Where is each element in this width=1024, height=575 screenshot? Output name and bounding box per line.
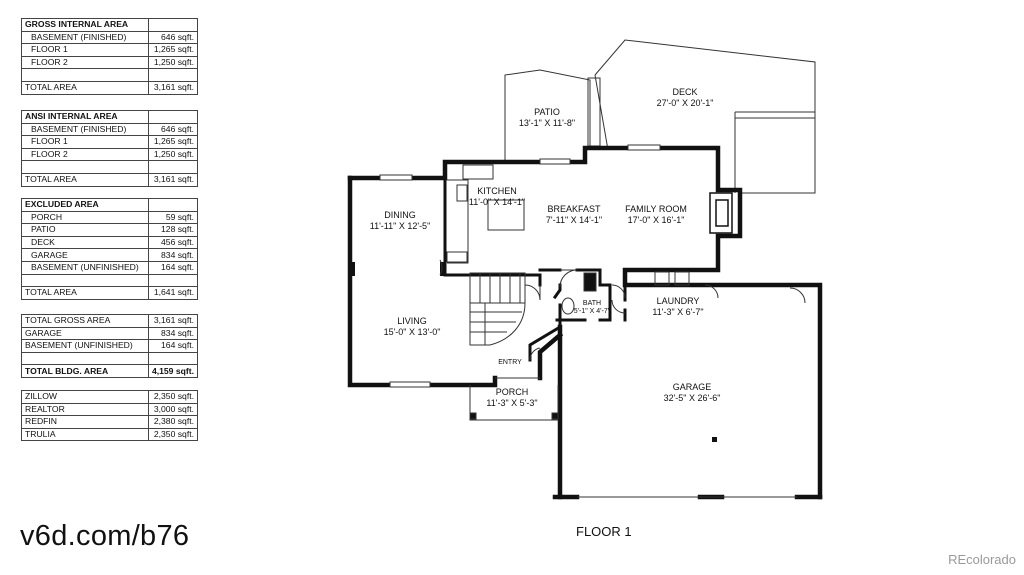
row-label: TOTAL BLDG. AREA	[21, 364, 149, 378]
room-kitchen-name: KITCHEN	[477, 186, 517, 196]
row-label: TOTAL AREA	[21, 172, 149, 187]
url-text: v6d.com/b76	[20, 520, 190, 552]
room-kitchen-dims: 11'-0" X 14'-1"	[469, 197, 525, 207]
row-label: TOTAL AREA	[21, 286, 149, 300]
deck	[587, 39, 816, 194]
room-living-name: LIVING	[397, 316, 427, 326]
room-patio-name: PATIO	[534, 107, 560, 117]
row-value: 59 sqft.	[148, 210, 198, 225]
row-value: 3,161 sqft.	[148, 172, 198, 187]
table-row: BASEMENT (FINISHED)646 sqft.	[21, 30, 198, 45]
patio	[504, 69, 591, 162]
bath-fixtures	[561, 272, 597, 315]
room-garage-dims: 32'-5" X 26'-6"	[664, 393, 721, 403]
room-patio-dims: 13'-1" X 11'-8"	[519, 118, 575, 128]
room-garage-name: GARAGE	[673, 382, 712, 392]
room-labels: DECK 27'-0" X 20'-1" PATIO 13'-1" X 11'-…	[370, 87, 721, 408]
room-entry-name: ENTRY	[498, 359, 522, 366]
stairs	[469, 272, 526, 346]
room-family-dims: 17'-0" X 16'-1"	[628, 215, 685, 225]
porch	[469, 385, 559, 421]
row-label: TRULIA	[21, 427, 149, 442]
room-porch-name: PORCH	[496, 387, 529, 397]
room-porch-dims: 11'-3" X 5'-3"	[486, 398, 537, 408]
table-row: ANSI INTERNAL AREA	[21, 110, 198, 124]
row-value: 2,350 sqft.	[148, 427, 198, 442]
room-laundry-name: LAUNDRY	[657, 296, 700, 306]
room-deck-dims: 27'-0" X 20'-1"	[657, 98, 714, 108]
row-label: TOTAL AREA	[21, 80, 149, 95]
floor-label: FLOOR 1	[576, 524, 632, 539]
table-row: EXCLUDED AREA	[21, 198, 198, 212]
row-value: 456 sqft.	[148, 235, 198, 250]
room-breakfast-dims: 7'-11" X 14'-1"	[546, 215, 602, 225]
windows	[379, 144, 661, 388]
room-laundry-dims: 11'-3" X 6'-7"	[652, 307, 703, 317]
room-living-dims: 15'-0" X 13'-0"	[384, 327, 441, 337]
room-bath-dims: 5'-1" X 4'-7"	[574, 308, 611, 315]
fireplace	[709, 192, 733, 234]
room-family-name: FAMILY ROOM	[625, 204, 687, 214]
room-bath-name: BATH	[583, 300, 601, 307]
laundry-fixtures	[654, 271, 690, 286]
row-value: 3,161 sqft.	[148, 80, 198, 95]
doors	[439, 259, 806, 379]
room-dining-dims: 11'-11" X 12'-5"	[370, 221, 431, 231]
room-dining-name: DINING	[384, 210, 416, 220]
room-deck-name: DECK	[672, 87, 697, 97]
row-value: 4,159 sqft.	[147, 364, 199, 378]
credit-text: REcolorado	[948, 552, 1016, 567]
wall-markers	[348, 262, 717, 442]
room-breakfast-name: BREAKFAST	[547, 204, 601, 214]
row-value: 1,641 sqft.	[148, 286, 198, 300]
kitchen-fixtures	[446, 164, 525, 264]
